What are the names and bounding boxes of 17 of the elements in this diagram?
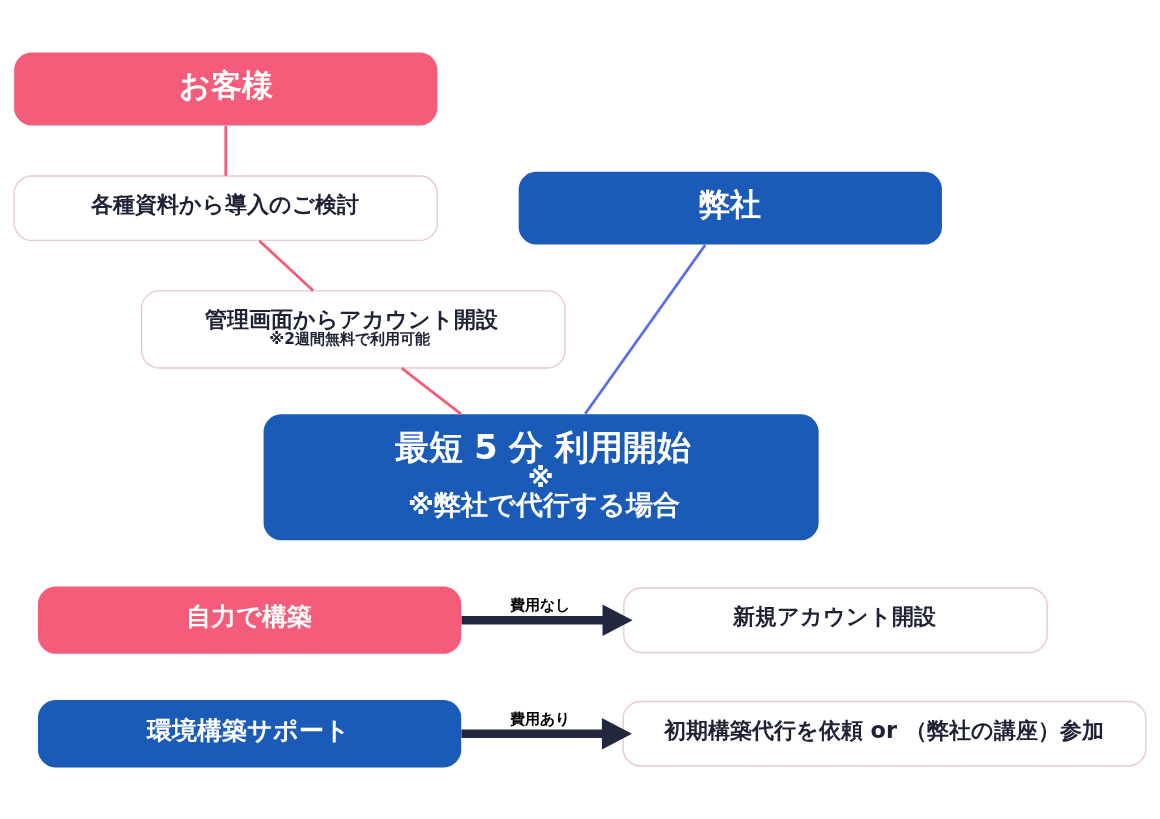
node-box: 各種資料から導入のご検討 — [13, 174, 439, 241]
arrow — [461, 717, 632, 750]
node-box: 環境構築サポート — [37, 699, 462, 767]
node-box: 新規アカウント開設 — [623, 586, 1048, 653]
edge-label: 費用あり — [509, 709, 570, 728]
connector — [224, 125, 228, 176]
node-box: 初期構築代行を依頼 or （弊社の講座）参加 — [622, 700, 1147, 767]
connector — [400, 366, 463, 415]
node-box: お客様 — [14, 52, 438, 125]
connector — [584, 243, 707, 415]
node-box: 最短 5 分 利用開始 ※ ※弊社で代行する場合 — [263, 413, 819, 540]
node-box: 自力で構築 — [37, 586, 462, 654]
connector — [258, 239, 315, 292]
arrow — [461, 603, 633, 636]
node-box: 弊社 — [518, 171, 942, 245]
node-box: 管理画面からアカウント開設 ※2週間無料で利用可能 — [140, 289, 566, 369]
edge-label: 費用なし — [510, 595, 571, 614]
